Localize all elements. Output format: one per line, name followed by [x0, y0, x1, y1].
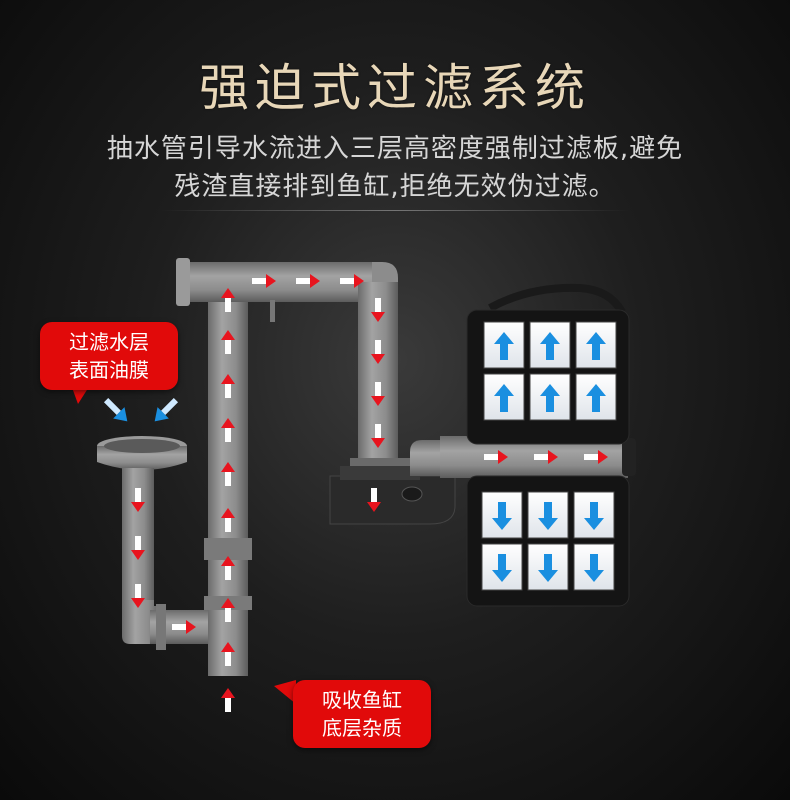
callout-bottom-line-2: 底层杂质: [322, 716, 402, 740]
lower-filter-tiles: [481, 491, 615, 591]
surface-inflow-arrows: [103, 397, 179, 422]
callout-bottom-debris: 吸收鱼缸 底层杂质: [293, 680, 431, 748]
title-divider: [160, 210, 630, 211]
page-title: 强迫式过滤系统: [199, 59, 591, 117]
callout-bottom-pointer: [274, 680, 296, 704]
subtitle-line-1: 抽水管引导水流进入三层高密度强制过滤板,避免: [106, 134, 684, 164]
callout-bottom-line-1: 吸收鱼缸: [322, 688, 402, 712]
callout-surface-line-2: 表面油膜: [69, 358, 149, 382]
callout-surface-line-1: 过滤水层: [69, 330, 149, 354]
callout-surface-oil: 过滤水层 表面油膜: [40, 322, 178, 390]
subtitle-line-2: 残渣直接排到鱼缸,拒绝无效伪过滤。: [174, 172, 616, 202]
upper-filter-tiles: [483, 321, 617, 421]
surface-skimmer: [97, 436, 210, 650]
